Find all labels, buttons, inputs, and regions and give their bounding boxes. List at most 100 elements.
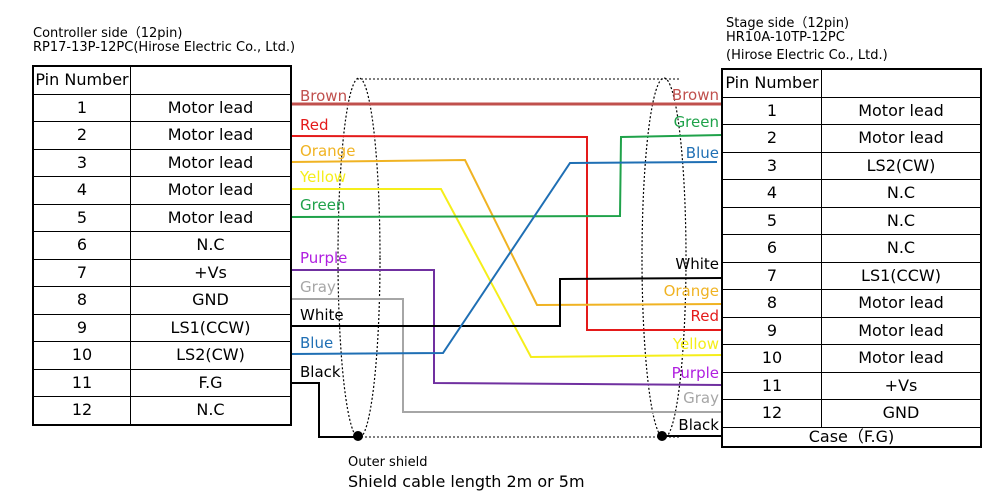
purple-wire bbox=[289, 269, 723, 386]
right-red-label: Red bbox=[691, 307, 720, 325]
pin-number: 5 bbox=[32, 203, 131, 232]
right-yellow-label: Yellow bbox=[672, 335, 719, 353]
pin-signal: +Vs bbox=[821, 371, 982, 400]
pin-signal: Motor lead bbox=[130, 121, 292, 150]
pin-signal: Motor lead bbox=[821, 124, 982, 153]
pin-signal: N.C bbox=[821, 234, 982, 263]
pin-signal: F.G bbox=[130, 368, 292, 397]
right-black-label: Black bbox=[678, 416, 719, 434]
pin-signal: N.C bbox=[130, 396, 292, 425]
pin-number: 1 bbox=[32, 93, 131, 122]
right-shield-ground-dot bbox=[657, 431, 667, 441]
left-black-label: Black bbox=[300, 363, 341, 381]
pin-signal: Motor lead bbox=[130, 203, 292, 232]
pin-signal: Motor lead bbox=[821, 344, 982, 373]
pin-signal: Motor lead bbox=[821, 316, 982, 345]
pin-number: 4 bbox=[32, 176, 131, 205]
pin-number: 8 bbox=[721, 289, 822, 318]
pin-number: 2 bbox=[721, 124, 822, 153]
pin-number: 9 bbox=[721, 316, 822, 345]
left-brown-label: Brown bbox=[300, 87, 347, 105]
pin-signal: LS2(CW) bbox=[130, 341, 292, 370]
left-white-label: White bbox=[300, 306, 344, 324]
pin-number: 11 bbox=[32, 368, 131, 397]
pin-number: 7 bbox=[721, 261, 822, 290]
pin-number: 7 bbox=[32, 258, 131, 287]
pin-signal: Motor lead bbox=[821, 289, 982, 318]
gray-wire bbox=[291, 298, 722, 413]
right-brown-label: Brown bbox=[672, 86, 719, 104]
left-red-label: Red bbox=[300, 116, 329, 134]
pin-signal: Motor lead bbox=[130, 93, 292, 122]
outer-shield-label: Outer shield bbox=[348, 455, 428, 470]
signal-header bbox=[130, 65, 292, 95]
pin-number: 3 bbox=[32, 148, 131, 177]
pin-number: 10 bbox=[32, 341, 131, 370]
pin-number: 6 bbox=[32, 231, 131, 260]
pin-signal: Motor lead bbox=[130, 148, 292, 177]
green-wire bbox=[290, 134, 723, 218]
right-shield-outline bbox=[641, 77, 687, 439]
cable-length-label: Shield cable length 2m or 5m bbox=[348, 472, 585, 491]
pin-number: 10 bbox=[721, 344, 822, 373]
pin-signal: N.C bbox=[821, 206, 982, 235]
right-gray-label: Gray bbox=[683, 389, 719, 407]
pin-number: 6 bbox=[721, 234, 822, 263]
right-green-label: Green bbox=[674, 113, 719, 131]
pin-number: 1 bbox=[721, 96, 822, 125]
left-gray-label: Gray bbox=[300, 278, 336, 296]
right-orange-label: Orange bbox=[664, 282, 719, 300]
pin-signal: LS2(CW) bbox=[821, 151, 982, 180]
yellow-wire bbox=[291, 188, 723, 359]
left-shield-outline bbox=[337, 77, 381, 439]
pin-signal: GND bbox=[821, 399, 982, 428]
pin-number-header: Pin Number bbox=[721, 68, 822, 98]
right-blue-label: Blue bbox=[686, 144, 719, 162]
signal-header bbox=[821, 68, 982, 98]
red-wire bbox=[290, 135, 722, 331]
left-blue-label: Blue bbox=[300, 334, 333, 352]
pin-signal: Motor lead bbox=[130, 176, 292, 205]
stage-title: Stage side（12pin) bbox=[726, 16, 850, 31]
pin-signal: N.C bbox=[821, 179, 982, 208]
pin-number: 11 bbox=[721, 371, 822, 400]
pin-signal: +Vs bbox=[130, 258, 292, 287]
white-wire bbox=[291, 277, 723, 327]
pin-number: 5 bbox=[721, 206, 822, 235]
pin-number: 3 bbox=[721, 151, 822, 180]
table-header: Pin Number bbox=[721, 68, 982, 98]
right-white-label: White bbox=[675, 255, 719, 273]
blue-wire bbox=[290, 161, 718, 355]
stage-maker: (Hirose Electric Co., Ltd.) bbox=[726, 48, 888, 63]
pin-number: 2 bbox=[32, 121, 131, 150]
controller-model: RP17-13P-12PC(Hirose Electric Co., Ltd.) bbox=[33, 40, 296, 55]
black-wire bbox=[291, 382, 722, 438]
pin-signal: N.C bbox=[130, 231, 292, 260]
pin-number: 9 bbox=[32, 313, 131, 342]
pin-number: 8 bbox=[32, 286, 131, 315]
pin-number: 12 bbox=[32, 396, 131, 425]
left-shield-ground-dot bbox=[353, 431, 363, 441]
pin-signal: LS1(CCW) bbox=[821, 261, 982, 290]
right-purple-label: Purple bbox=[672, 364, 719, 382]
pin-signal: Motor lead bbox=[821, 96, 982, 125]
